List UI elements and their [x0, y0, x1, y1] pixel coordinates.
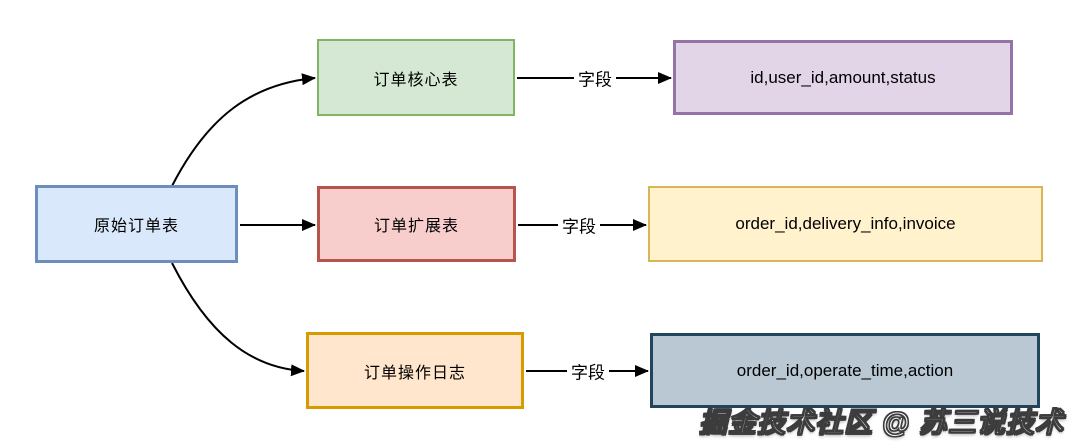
node-log-fields: order_id,operate_time,action — [650, 333, 1040, 408]
edge-label-fields-ext: 字段 — [558, 211, 600, 239]
node-label: order_id,operate_time,action — [736, 360, 954, 380]
watermark: 掘金技术社区 @ 苏三说技术 — [699, 407, 1064, 439]
node-core-fields: id,user_id,amount,status — [673, 40, 1013, 115]
node-label: 订单核心表 — [373, 71, 459, 89]
node-label: 订单操作日志 — [363, 364, 466, 382]
edge-label-fields-log: 字段 — [567, 357, 609, 385]
node-label: order_id,delivery_info,invoice — [735, 214, 956, 233]
node-ext-fields: order_id,delivery_info,invoice — [648, 186, 1043, 262]
edge-label-fields-core: 字段 — [574, 64, 616, 92]
node-ext-table: 订单扩展表 — [317, 186, 516, 262]
node-label: 订单扩展表 — [373, 218, 459, 235]
node-source-table: 原始订单表 — [35, 185, 238, 263]
node-label: id,user_id,amount,status — [750, 67, 936, 87]
arrow-source-to-log — [171, 262, 305, 377]
node-core-table: 订单核心表 — [317, 39, 515, 116]
node-label: 原始订单表 — [93, 218, 179, 235]
node-log-table: 订单操作日志 — [306, 332, 524, 409]
arrow-source-to-core — [171, 73, 316, 187]
